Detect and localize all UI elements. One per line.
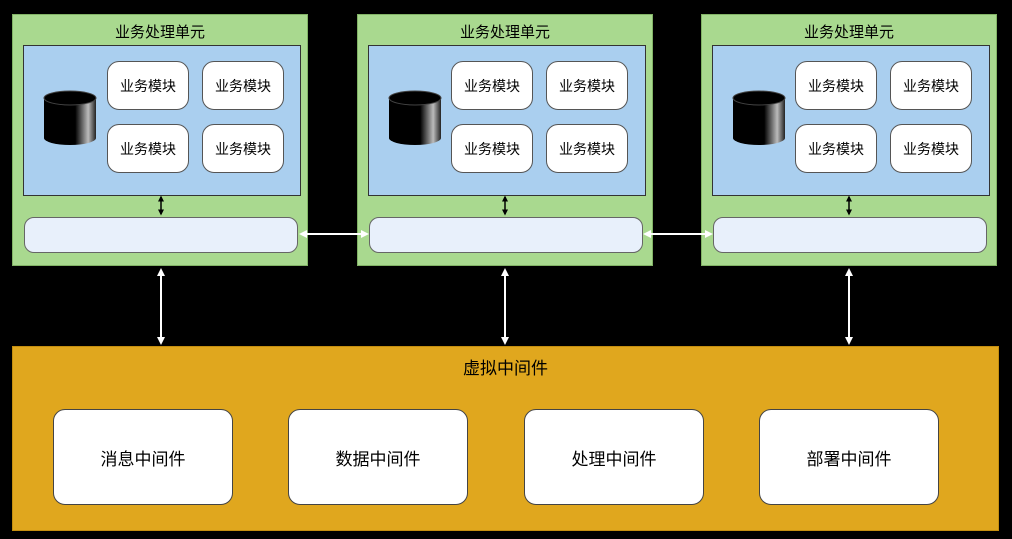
- virtual-middleware-title: 虚拟中间件: [463, 359, 548, 379]
- business-module: 业务模块: [795, 61, 877, 110]
- business-module: 业务模块: [107, 61, 189, 110]
- database-icon: [388, 90, 442, 145]
- business-module: 业务模块: [890, 124, 972, 173]
- business-module: 业务模块: [546, 124, 628, 173]
- database-icon: [732, 90, 786, 145]
- business-module: 业务模块: [107, 124, 189, 173]
- business-module: 业务模块: [202, 61, 284, 110]
- processing-middleware: 处理中间件: [524, 409, 704, 505]
- message-middleware: 消息中间件: [53, 409, 233, 505]
- deployment-middleware: 部署中间件: [759, 409, 939, 505]
- unit-inner-panel: 业务模块 业务模块 业务模块 业务模块: [23, 45, 301, 196]
- unit-title: 业务处理单元: [459, 23, 550, 41]
- unit-title: 业务处理单元: [114, 23, 205, 41]
- business-module: 业务模块: [546, 61, 628, 110]
- business-module: 业务模块: [795, 124, 877, 173]
- business-module: 业务模块: [890, 61, 972, 110]
- unit-inner-panel: 业务模块 业务模块 业务模块 业务模块: [368, 45, 646, 196]
- processing-unit-2: 业务处理单元 业务模块 业务模块 业务模块 业务模块: [357, 14, 653, 266]
- unit-bus: [713, 217, 987, 253]
- unit-bus: [369, 217, 643, 253]
- virtual-middleware: 虚拟中间件 消息中间件 数据中间件 处理中间件 部署中间件: [12, 346, 999, 531]
- unit-bus: [24, 217, 298, 253]
- processing-unit-1: 业务处理单元 业务模块 业务模块 业务模块 业务模块: [12, 14, 308, 266]
- business-module: 业务模块: [202, 124, 284, 173]
- data-middleware: 数据中间件: [288, 409, 468, 505]
- database-icon: [43, 90, 97, 145]
- unit-inner-panel: 业务模块 业务模块 业务模块 业务模块: [712, 45, 990, 196]
- unit-title: 业务处理单元: [803, 23, 894, 41]
- processing-unit-3: 业务处理单元 业务模块 业务模块 业务模块 业务模块: [701, 14, 997, 266]
- business-module: 业务模块: [451, 61, 533, 110]
- business-module: 业务模块: [451, 124, 533, 173]
